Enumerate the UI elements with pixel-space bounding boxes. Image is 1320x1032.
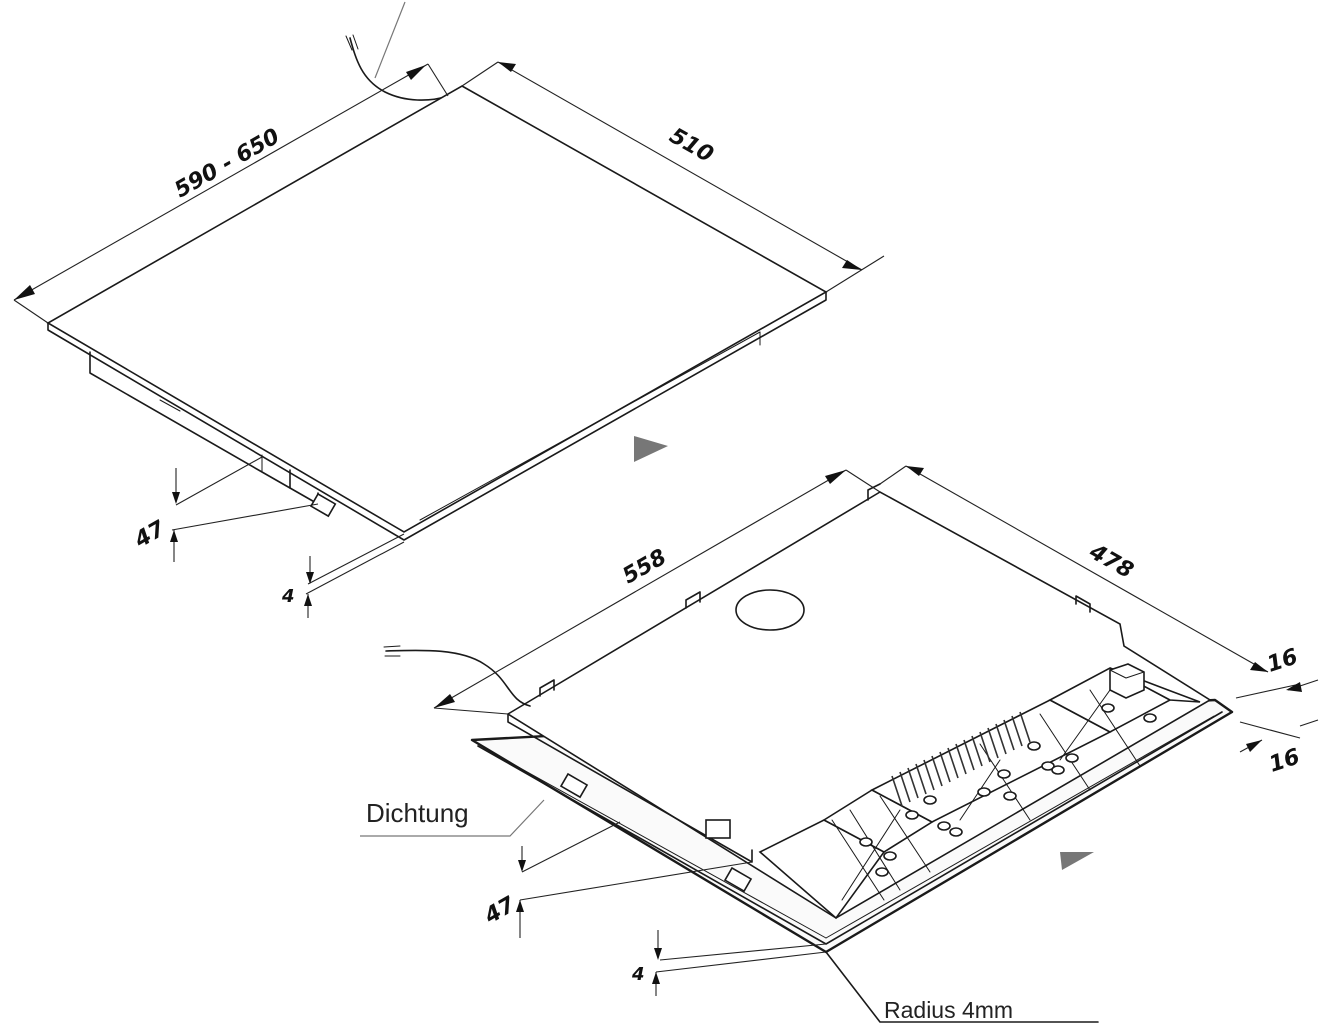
housing-block-left: [705, 819, 731, 839]
dim-height-ext-top: [175, 456, 263, 506]
dim-glass-arrow-bottom: [304, 594, 312, 606]
top-glass-surface: [46, 85, 828, 533]
vent-opening: [735, 589, 805, 631]
dim-4b-label: 4: [631, 964, 645, 985]
dim-width-ext-left: [13, 299, 49, 324]
dim-width-arrow-left: [14, 285, 35, 300]
dim-height-label: 47: [130, 516, 170, 554]
dim-depth-ext-bottom: [825, 255, 885, 293]
dim-width-line: [13, 63, 429, 301]
radius-callout-leader: [825, 951, 1099, 1023]
compartment-5: [1109, 667, 1201, 703]
bottom-orientation-triangle: [1060, 852, 1094, 870]
dim-width-ext-right: [427, 63, 449, 97]
notch-1: [539, 679, 555, 697]
bottom-power-cable: [385, 649, 531, 707]
dim-4b-arrow-top: [654, 948, 662, 960]
dim-height-arrow-bottom: [170, 530, 178, 542]
compartment-diagonals: [831, 689, 1141, 901]
clip-left-1: [559, 772, 589, 799]
dim-height-ext-bottom: [171, 503, 319, 531]
top-power-cable: [349, 37, 449, 101]
dim-depth-ext-top: [461, 61, 499, 87]
top-leader-line: [374, 1, 406, 79]
terminal-block: [1109, 663, 1145, 699]
dim-558-line: [433, 469, 847, 709]
dim-depth-line: [497, 61, 863, 271]
dim-478-label: 478: [1084, 539, 1137, 584]
dim-glass-label: 4: [281, 586, 295, 607]
dim-16-label-bottom: 16: [1266, 744, 1303, 777]
seal-callout-label: Dichtung: [366, 798, 469, 828]
dim-478-arrow-top: [906, 466, 924, 476]
radius-callout-label: Radius 4mm: [884, 997, 1013, 1023]
dim-558-ext-left: [433, 707, 509, 715]
heat-sink-fins: [891, 711, 1031, 807]
dim-height-arrow-top: [172, 492, 180, 504]
dim-478-line: [905, 465, 1269, 673]
dim-4b-arrow-bottom: [652, 972, 660, 984]
dim-16-shaft-mid: [1299, 719, 1319, 727]
dim-4b-ext-bottom: [655, 951, 827, 973]
bottom-underside-view: 558 478 16 16 47 4 Dichtun: [360, 465, 1319, 1023]
dim-47b-arrow-top: [518, 860, 526, 872]
dim-558-label: 558: [619, 545, 671, 589]
top-housing-front: [419, 331, 761, 521]
dim-558-arrow-left: [434, 694, 455, 708]
top-housing-detail: [159, 399, 181, 412]
dim-16-ext-b: [1239, 721, 1301, 739]
dim-glass-ext-bottom: [305, 541, 405, 595]
notch-2: [685, 591, 701, 609]
bottom-cable-end: [383, 645, 401, 657]
clip-left-2: [723, 866, 753, 893]
dim-depth-label: 510: [665, 123, 717, 167]
dim-width-label: 590 - 650: [171, 124, 284, 203]
top-cable-end: [345, 34, 359, 51]
dim-47b-ext-top: [521, 821, 621, 873]
dim-width-arrow-right: [406, 65, 426, 80]
seal-frame-inner3: [825, 715, 1215, 939]
dim-16-arrow-top: [1286, 682, 1302, 692]
dim-558-arrow-right: [825, 470, 846, 484]
terminal-block-edges: [1109, 669, 1145, 679]
dim-47b-arrow-bottom: [516, 900, 524, 912]
top-orientation-triangle: [634, 436, 668, 462]
notch-4: [1075, 595, 1091, 613]
seal-frame-inner2: [483, 747, 827, 939]
housing-left-wall: [507, 713, 753, 863]
top-housing-clip: [309, 492, 337, 518]
top-cooktop-view: 590 - 650 510 47 4: [13, 1, 885, 618]
dim-glass-arrow-top: [306, 572, 314, 584]
dim-558-ext-right: [845, 469, 881, 493]
dim-478-arrow-bottom: [1250, 662, 1268, 672]
dim-16-ext-a: [1235, 683, 1301, 699]
dim-16-arrow-bottom: [1246, 740, 1262, 752]
dim-47b-label: 47: [480, 892, 520, 930]
notch-3: [867, 483, 881, 501]
dim-depth-arrow-top: [498, 62, 516, 72]
seal-callout-leader: [360, 799, 545, 837]
top-glass-edge: [47, 291, 827, 541]
dim-478-ext-top: [879, 465, 907, 485]
dim-glass-ext-top: [307, 533, 405, 585]
dim-16-label-top: 16: [1264, 644, 1301, 677]
dim-4b-ext-top: [659, 943, 827, 961]
dim-depth-arrow-bottom: [842, 260, 862, 270]
dim-47b-ext-bottom: [519, 861, 753, 901]
mounting-bosses: [859, 703, 1157, 877]
